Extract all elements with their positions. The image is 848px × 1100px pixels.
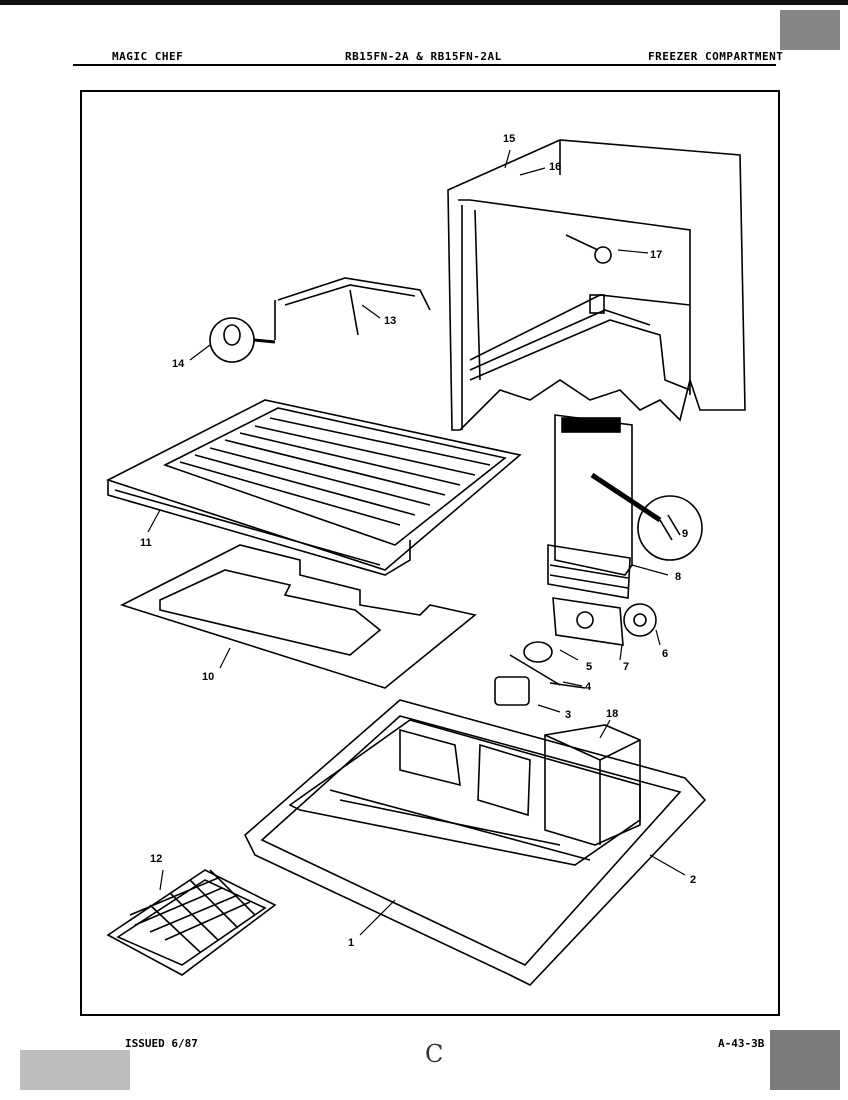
scan-speckle-bottom-left (20, 1050, 130, 1090)
callout-6: 6 (662, 648, 668, 660)
callout-12: 12 (150, 853, 162, 865)
handwritten-mark: C (425, 1040, 444, 1068)
callout-5: 5 (586, 661, 592, 673)
issued-date: ISSUED 6/87 (125, 1037, 198, 1050)
page-code: A-43-3B (718, 1037, 765, 1050)
shelf-drawing (105, 399, 522, 576)
section-title: FREEZER COMPARTMENT (648, 50, 784, 63)
scan-speckle-bottom-right (770, 1030, 840, 1090)
callout-10: 10 (202, 671, 214, 683)
evaporator-cover (547, 414, 703, 599)
callout-7: 7 (623, 661, 629, 673)
diagram-frame (80, 90, 780, 1016)
callout-16: 16 (549, 161, 561, 173)
callout-2: 2 (690, 874, 696, 886)
callout-13: 13 (384, 315, 396, 327)
callout-9: 9 (682, 528, 688, 540)
crisper-cover (119, 544, 477, 689)
callout-4: 4 (585, 681, 592, 693)
callout-17: 17 (650, 249, 662, 261)
callout-15: 15 (503, 133, 515, 145)
drawer-assembly (244, 699, 707, 986)
callout-8: 8 (675, 571, 681, 583)
cabinet-drawing (447, 139, 746, 431)
callout-3: 3 (565, 709, 571, 721)
callout-1: 1 (348, 937, 354, 949)
fan-assembly (494, 597, 657, 706)
model-numbers: RB15FN-2A & RB15FN-2AL (345, 50, 502, 63)
callout-14: 14 (172, 358, 185, 370)
callout-18: 18 (606, 708, 618, 720)
callout-11: 11 (140, 537, 152, 549)
header-rule (73, 64, 776, 66)
brand-label: MAGIC CHEF (112, 50, 184, 63)
scan-speckle-top-right (780, 10, 840, 50)
shelf-bracket-drawing (209, 277, 431, 363)
leader-lines (147, 149, 686, 936)
callout-labels: 1 2 3 4 5 6 7 8 9 10 11 12 13 14 15 16 1… (140, 133, 696, 949)
ice-tray-drawing (106, 869, 277, 976)
scan-edge-top (0, 0, 848, 5)
